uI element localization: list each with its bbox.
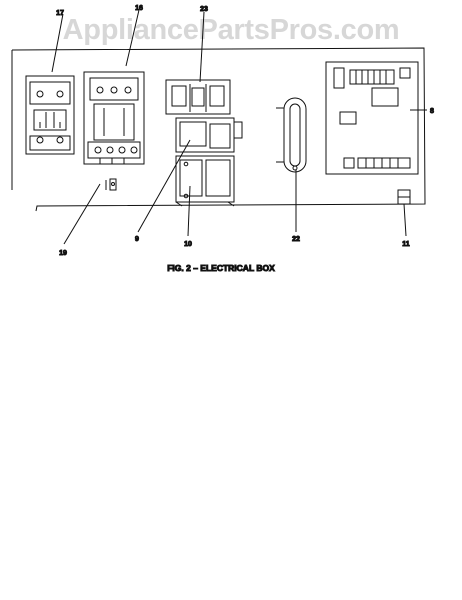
- callout-16: 16: [135, 5, 143, 12]
- callout-17: 17: [56, 10, 64, 17]
- capacitor-22: [276, 97, 307, 173]
- relay-23: [165, 79, 231, 115]
- transformer-10: [175, 155, 235, 207]
- callout-11: 11: [402, 241, 410, 248]
- contactor-17: [25, 75, 75, 155]
- transformer-9: [175, 117, 243, 153]
- callout-10: 10: [184, 241, 192, 248]
- electrical-box-panel: [11, 47, 426, 212]
- callout-8: 8: [430, 108, 434, 115]
- callout-22: 22: [292, 236, 300, 243]
- control-board-8: [325, 61, 419, 175]
- figure-caption: FIG. 2 – ELECTRICAL BOX: [167, 263, 275, 273]
- callout-19: 19: [59, 250, 67, 257]
- leader-lines: [51, 9, 427, 245]
- switch-19: [105, 178, 117, 191]
- fitting-11: [397, 189, 411, 205]
- callout-23: 23: [200, 6, 208, 13]
- callout-9: 9: [135, 236, 139, 243]
- contactor-16: [83, 71, 145, 165]
